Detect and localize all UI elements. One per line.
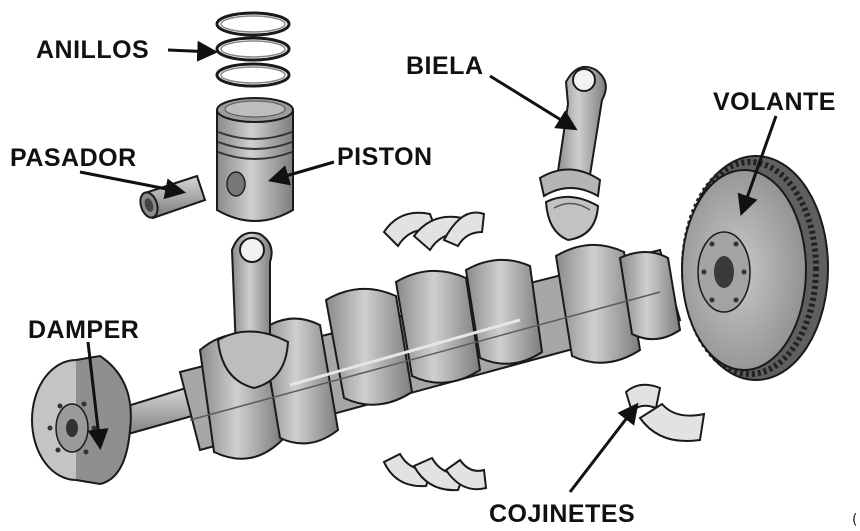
connecting-rod-exploded	[540, 67, 606, 240]
label-cojinetes: COJINETES	[489, 502, 635, 527]
label-volante: VOLANTE	[713, 90, 836, 115]
piston-rings	[217, 13, 289, 86]
piston	[217, 98, 293, 221]
piston-pin	[137, 176, 205, 220]
label-biela: BIELA	[406, 54, 484, 79]
crankshaft	[108, 245, 680, 459]
label-damper: DAMPER	[28, 318, 139, 343]
label-piston: PISTON	[337, 145, 433, 170]
leader-biela	[490, 76, 574, 128]
leader-anillos	[168, 50, 214, 52]
damper	[32, 356, 131, 484]
edge-mark: (	[852, 512, 857, 528]
label-pasador: PASADOR	[10, 146, 137, 171]
leader-pasador	[80, 172, 182, 192]
bearing-shells-lower	[384, 385, 704, 490]
flywheel	[682, 156, 828, 380]
leader-cojinetes	[570, 406, 636, 492]
connecting-rod-attached	[218, 233, 288, 388]
label-anillos: ANILLOS	[36, 38, 149, 63]
bearing-shells-upper	[384, 212, 484, 250]
